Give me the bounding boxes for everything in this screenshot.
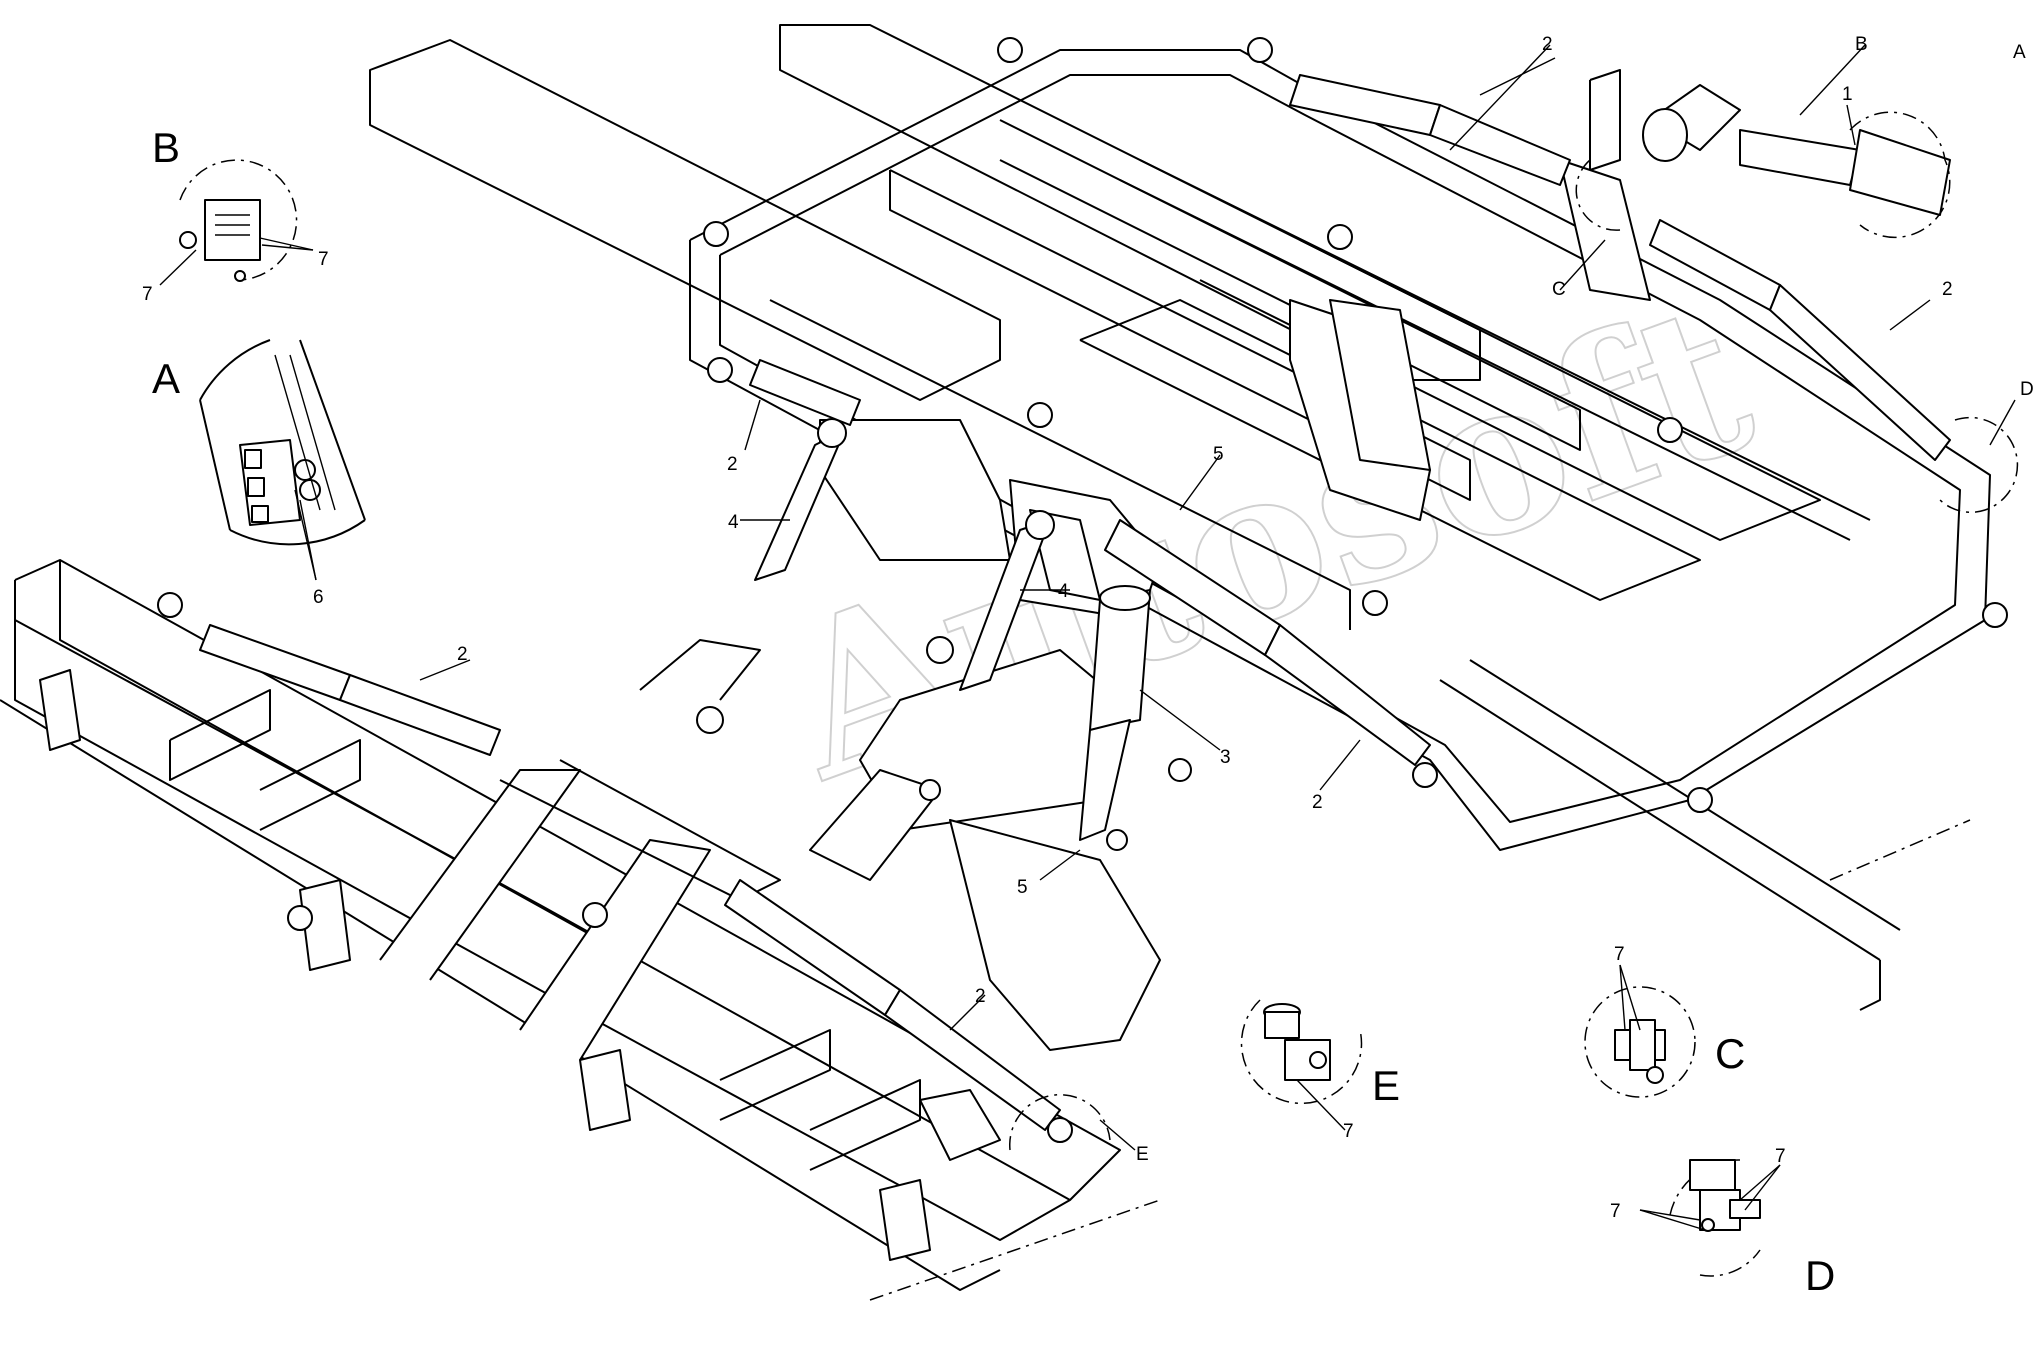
callout-2-left-wing: 2 [457,644,468,665]
detail-label-d: D [1805,1252,1835,1299]
clamp-bolts [157,37,2008,1143]
callout-6: 6 [313,587,324,608]
detail-label-a: A [152,355,180,402]
callout-7-b-left: 7 [142,284,153,305]
right-main-frame [369,24,1991,1011]
detail-view-b [159,159,314,286]
leader-lines [419,44,2016,1151]
callout-2-right: 2 [1942,279,1953,300]
callout-4-left: 4 [728,512,739,533]
hydraulic-cylinders [199,74,1951,1131]
callout-1: 1 [1842,84,1853,105]
ref-label-a: A [2013,42,2026,63]
detail-label-b: B [152,124,180,171]
callout-4-center: 4 [1058,581,1069,602]
central-pivot-assembly [639,418,1192,1051]
detail-view-e [1240,999,1363,1131]
callout-2-bottom: 2 [975,986,986,1007]
callout-5-top: 5 [1213,444,1224,465]
callout-7-e: 7 [1343,1121,1354,1142]
ref-label-d: D [2020,379,2034,400]
detail-view-a [199,339,366,581]
callout-5-bottom: 5 [1017,877,1028,898]
callout-7-d-left: 7 [1610,1201,1621,1222]
left-wing-frame [0,559,1161,1301]
callout-3: 3 [1220,747,1231,768]
detail-view-d [1639,1159,1781,1277]
ref-label-c: C [1552,279,1566,300]
detail-label-c: C [1715,1030,1745,1077]
callout-7-d-right: 7 [1775,1146,1786,1167]
ref-label-e: E [1136,1144,1149,1165]
detail-label-e: E [1372,1062,1400,1109]
callout-7-c: 7 [1614,944,1625,965]
callout-7-b-right: 7 [318,249,329,270]
ref-label-b: B [1855,34,1868,55]
callout-2-left-top: 2 [727,454,738,475]
detail-view-c [1584,964,1696,1098]
callout-2-top: 2 [1542,34,1553,55]
callout-2-center: 2 [1312,792,1323,813]
detail-markers [1009,111,2019,1151]
